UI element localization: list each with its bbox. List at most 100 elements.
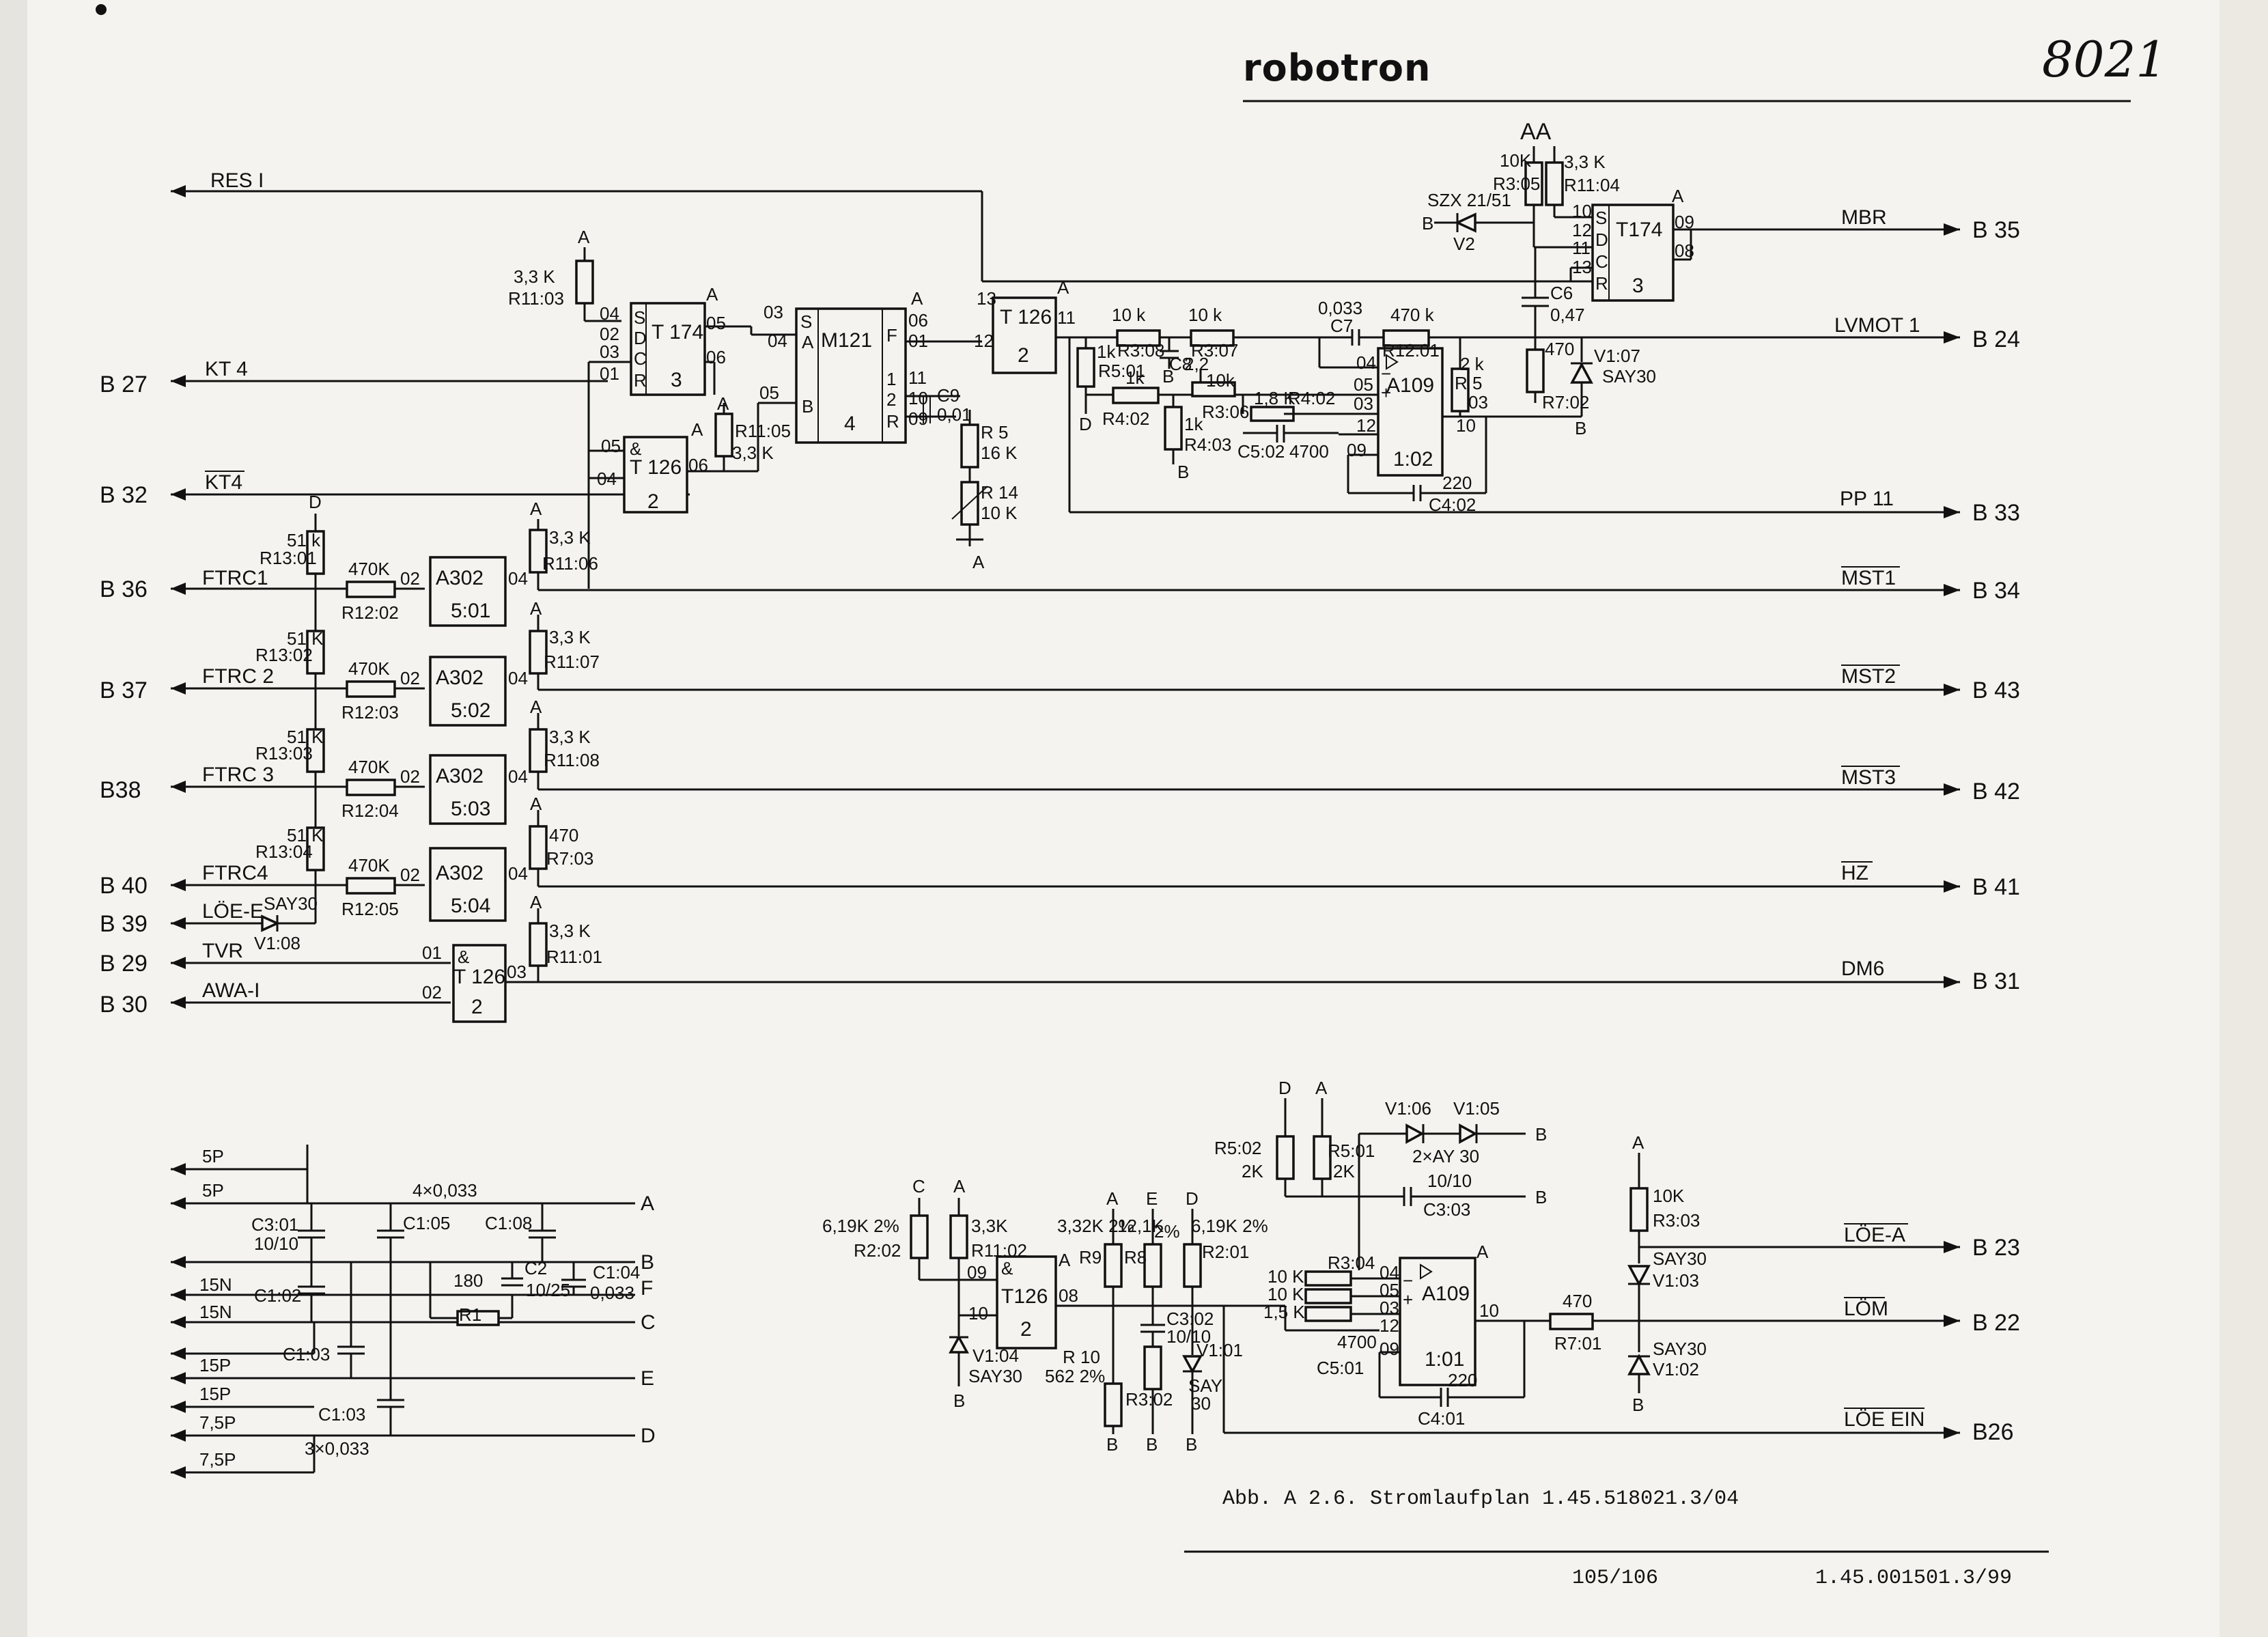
- svg-text:2: 2: [1018, 344, 1029, 367]
- svg-text:04: 04: [508, 568, 528, 589]
- svg-text:180: 180: [453, 1270, 483, 1291]
- svg-text:−: −: [1381, 363, 1391, 384]
- svg-text:&: &: [1001, 1258, 1013, 1278]
- svg-text:V1:05: V1:05: [1453, 1098, 1500, 1119]
- svg-text:02: 02: [422, 982, 442, 1003]
- svg-text:5P: 5P: [202, 1180, 224, 1201]
- svg-text:R 5: R 5: [1455, 373, 1482, 393]
- svg-text:S: S: [1595, 208, 1607, 228]
- svg-text:0,033: 0,033: [590, 1283, 634, 1303]
- svg-text:470: 470: [549, 825, 578, 845]
- svg-text:C5:02: C5:02: [1237, 441, 1285, 462]
- left-signal-names: RES I KT 4 KT4 FTRC1 FTRC 2 FTRC 3 FTRC4…: [202, 169, 274, 1002]
- svg-text:220: 220: [1442, 473, 1472, 493]
- svg-text:C1:04: C1:04: [593, 1262, 640, 1283]
- svg-text:B: B: [1632, 1395, 1644, 1415]
- rail-aa-label: AA: [1520, 119, 1552, 145]
- input-network-r3-r4: 10 k R3:08 10 k R3:07 1k R5:01 1k R4:02 …: [1069, 305, 1339, 482]
- svg-text:R13:02: R13:02: [255, 645, 313, 665]
- svg-text:T174: T174: [1616, 219, 1662, 241]
- ic-t174-upper: S D C R T 174 3 04 02 03 01 05 06 A: [587, 284, 796, 589]
- svg-text:R 10: R 10: [1063, 1347, 1100, 1367]
- svg-text:0,033: 0,033: [1318, 298, 1362, 318]
- svg-text:5:04: 5:04: [451, 895, 490, 917]
- svg-text:E: E: [641, 1367, 654, 1390]
- connector-b40: B 40: [100, 873, 148, 899]
- svg-text:7,5P: 7,5P: [199, 1449, 236, 1470]
- svg-text:C4:02: C4:02: [1429, 494, 1476, 515]
- page-number: 105/106: [1572, 1567, 1658, 1590]
- svg-text:1: 1: [886, 369, 896, 389]
- svg-text:10: 10: [968, 1303, 988, 1324]
- svg-text:SAY30: SAY30: [968, 1366, 1022, 1386]
- svg-text:A: A: [972, 552, 985, 572]
- signal-pp11: PP 11: [1840, 488, 1894, 510]
- svg-text:3: 3: [1632, 275, 1644, 297]
- svg-text:4700: 4700: [1337, 1332, 1377, 1352]
- svg-text:E: E: [1146, 1188, 1158, 1209]
- signal-ftrc4: FTRC4: [202, 862, 268, 884]
- svg-text:SAY30: SAY30: [264, 893, 318, 914]
- svg-text:51 k: 51 k: [287, 530, 321, 550]
- svg-text:5:01: 5:01: [451, 600, 490, 622]
- svg-text:A: A: [641, 1192, 654, 1215]
- signal-loee: LÖE-E: [202, 900, 264, 923]
- svg-text:03: 03: [600, 341, 619, 362]
- connector-b27: B 27: [100, 372, 148, 397]
- svg-text:09: 09: [1347, 440, 1367, 460]
- svg-text:12,1K: 12,1K: [1117, 1216, 1164, 1236]
- svg-text:R11:08: R11:08: [544, 750, 600, 770]
- svg-text:R2:02: R2:02: [854, 1240, 901, 1261]
- svg-text:562 2%: 562 2%: [1045, 1366, 1105, 1386]
- svg-text:2 k: 2 k: [1460, 354, 1485, 374]
- svg-text:&: &: [630, 438, 641, 459]
- svg-text:R 14: R 14: [981, 482, 1018, 503]
- svg-text:B: B: [1575, 418, 1586, 438]
- svg-text:C1:03: C1:03: [283, 1344, 330, 1365]
- svg-text:02: 02: [400, 865, 420, 885]
- svg-text:470K: 470K: [348, 757, 390, 777]
- svg-text:V1:07: V1:07: [1594, 346, 1640, 366]
- svg-text:2: 2: [1020, 1318, 1032, 1341]
- resistor-r11-05: R11:05 3,3 K A: [714, 393, 796, 473]
- svg-text:01: 01: [600, 363, 619, 384]
- svg-text:C3:03: C3:03: [1423, 1199, 1470, 1220]
- svg-text:10 K: 10 K: [1268, 1266, 1304, 1287]
- connector-b24: B 24: [1972, 326, 2020, 352]
- row-ftrc2: 3,3 K R11:07 A 470K R12:03 02 A302 5:02 …: [341, 598, 600, 727]
- svg-text:3,3 K: 3,3 K: [549, 727, 591, 747]
- svg-text:R12:01: R12:01: [1382, 340, 1440, 361]
- row-ftrc1: 470K R12:02 02 A302 5:01 04: [341, 556, 528, 627]
- svg-text:3,3K: 3,3K: [971, 1216, 1008, 1236]
- svg-text:R4:02: R4:02: [1288, 388, 1335, 408]
- svg-text:M121: M121: [821, 329, 872, 352]
- svg-text:1k: 1k: [1097, 341, 1116, 362]
- svg-text:09: 09: [1380, 1339, 1399, 1359]
- svg-text:05: 05: [706, 313, 726, 333]
- svg-text:C5:01: C5:01: [1317, 1358, 1364, 1378]
- svg-text:R12:04: R12:04: [341, 800, 399, 821]
- svg-text:R13:01: R13:01: [260, 548, 317, 568]
- svg-text:10 k: 10 k: [1188, 305, 1222, 325]
- svg-text:16 K: 16 K: [981, 443, 1018, 463]
- svg-text:V1:01: V1:01: [1196, 1340, 1243, 1360]
- svg-text:10/10: 10/10: [1166, 1326, 1211, 1347]
- svg-text:R5:02: R5:02: [1214, 1138, 1261, 1158]
- output-diodes-loea: A 10K R3:03 SAY30 V1:03 SAY30 V1:02 B: [1627, 1132, 1707, 1415]
- figure-caption: Abb. A 2.6. Stromlaufplan 1.45.518021.3/…: [1222, 1487, 1739, 1511]
- svg-text:02: 02: [400, 568, 420, 589]
- signal-loea: LÖE-A: [1844, 1224, 1905, 1246]
- svg-text:12: 12: [1356, 415, 1376, 436]
- svg-text:A: A: [1476, 1242, 1489, 1262]
- svg-text:R4:03: R4:03: [1184, 434, 1231, 455]
- svg-text:1k: 1k: [1125, 367, 1145, 388]
- svg-text:12: 12: [974, 331, 994, 351]
- svg-text:1k: 1k: [1184, 414, 1203, 434]
- svg-text:A: A: [530, 892, 542, 912]
- svg-text:SAY30: SAY30: [1653, 1248, 1707, 1269]
- svg-text:R1: R1: [459, 1304, 481, 1325]
- svg-text:15N: 15N: [199, 1302, 232, 1322]
- svg-text:R11:06: R11:06: [542, 553, 598, 574]
- connector-b32: B 32: [100, 482, 148, 508]
- resistor-chain-r13: D 51 k R13:01 51 K R13:02 51 K R13:03 51…: [255, 492, 325, 885]
